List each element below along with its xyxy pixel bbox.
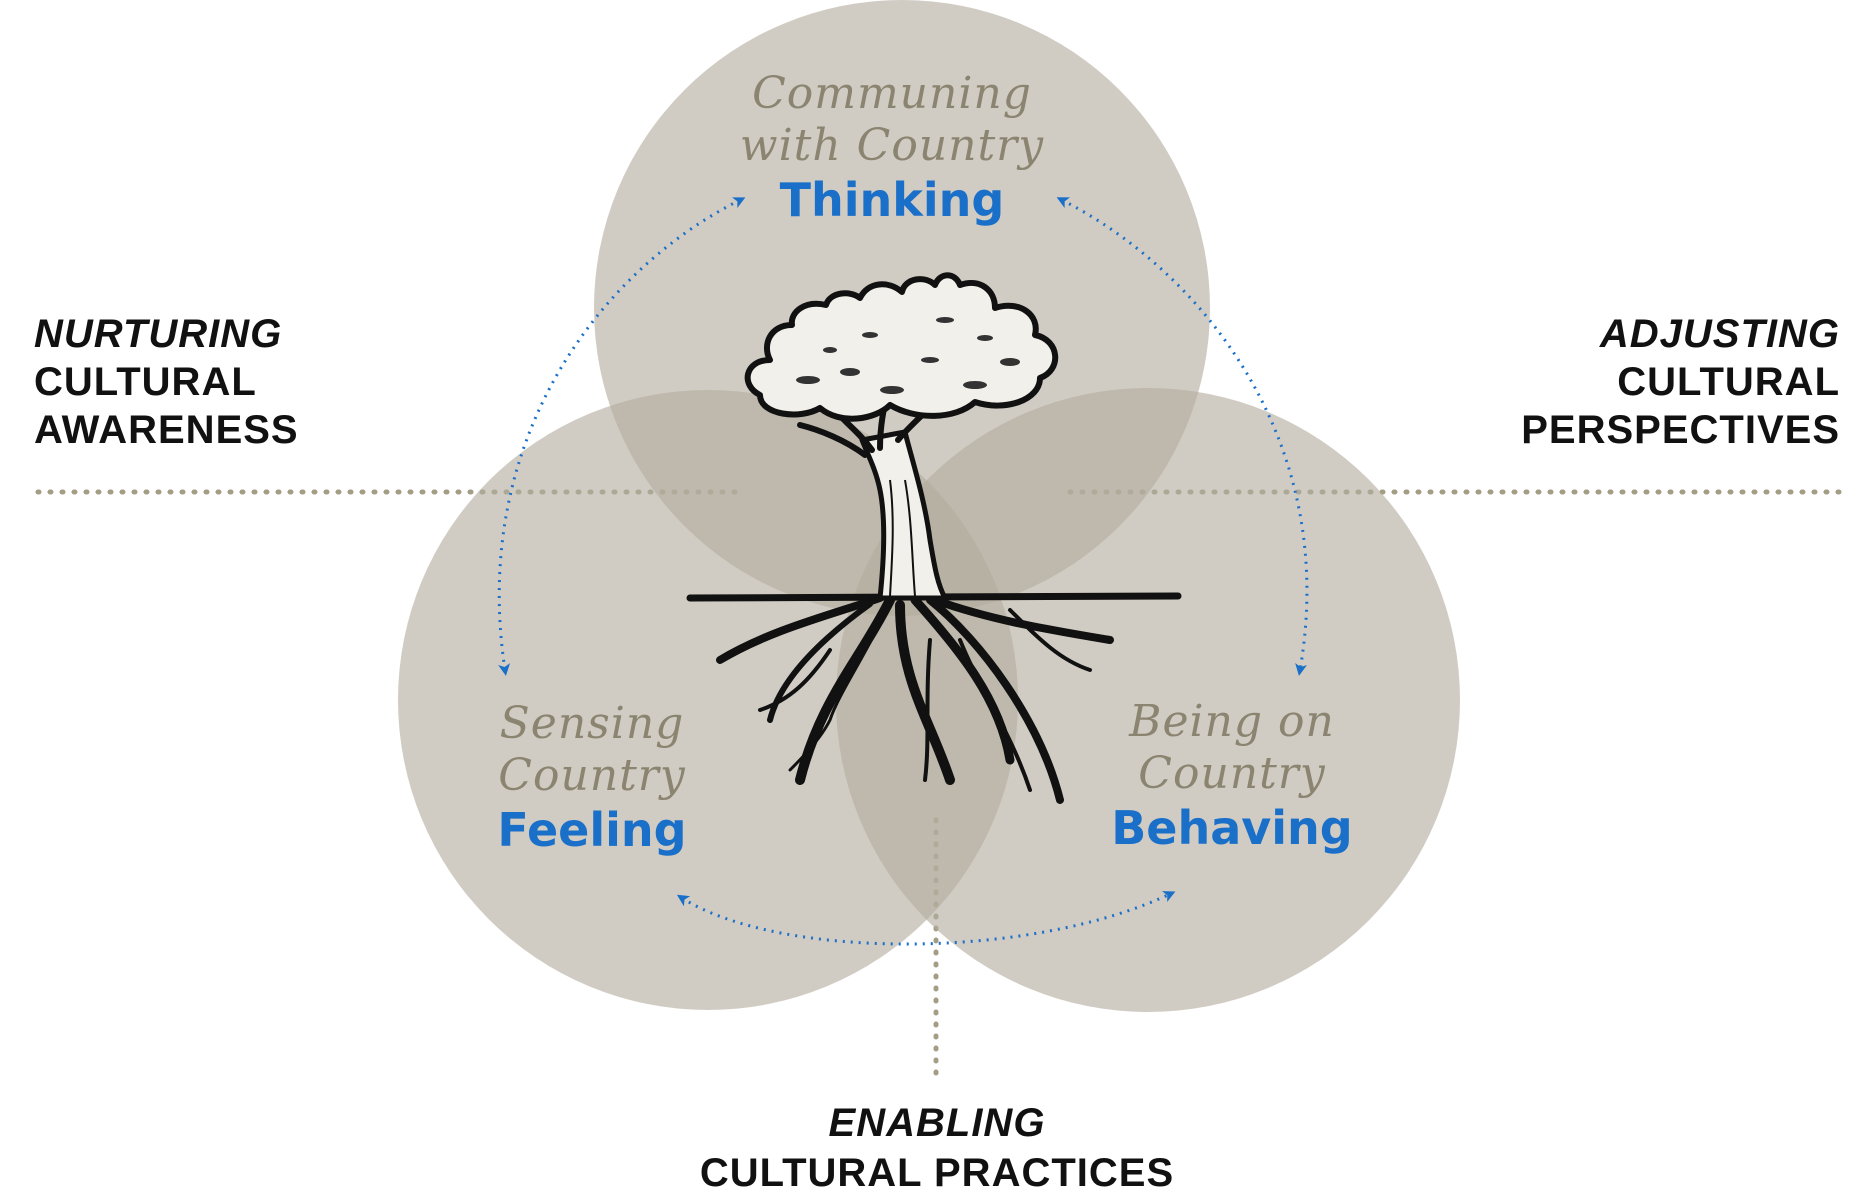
circle-thinking-title-line2: with Country [740, 120, 1044, 171]
label-left-line1: CULTURAL [34, 360, 257, 404]
circle-feeling-title-line2: Country [498, 750, 686, 801]
label-left-emphasis: NURTURING [34, 312, 283, 356]
circle-behaving-keyword: Behaving [1111, 801, 1352, 855]
circle-thinking-title-line1: Communing [752, 68, 1032, 119]
circle-thinking-keyword: Thinking [780, 173, 1005, 227]
label-nurturing-cultural-awareness: NURTURING CULTURAL AWARENESS [34, 310, 299, 454]
label-right-line2: PERSPECTIVES [1521, 408, 1840, 452]
circle-behaving-title-line1: Being on [1128, 696, 1335, 747]
label-bottom-emphasis: ENABLING [828, 1101, 1046, 1145]
label-enabling-cultural-practices: ENABLING CULTURAL PRACTICES [0, 1098, 1874, 1198]
label-adjusting-cultural-perspectives: ADJUSTING CULTURAL PERSPECTIVES [1521, 310, 1840, 454]
circle-feeling-text: Sensing Country Feeling [497, 698, 686, 857]
circle-behaving-title-line2: Country [1138, 748, 1326, 799]
tree-illustration [686, 272, 1182, 804]
circle-feeling-title-line1: Sensing [500, 698, 685, 749]
label-right-emphasis: ADJUSTING [1599, 312, 1840, 356]
label-right-line1: CULTURAL [1617, 360, 1840, 404]
circle-behaving-text: Being on Country Behaving [1111, 696, 1352, 855]
circle-feeling-keyword: Feeling [497, 803, 686, 857]
label-left-line2: AWARENESS [34, 408, 299, 452]
arrow-thinking-feeling [497, 197, 746, 676]
circle-thinking-text: Communing with Country Thinking [740, 68, 1044, 227]
label-bottom-line1: CULTURAL PRACTICES [699, 1151, 1175, 1195]
